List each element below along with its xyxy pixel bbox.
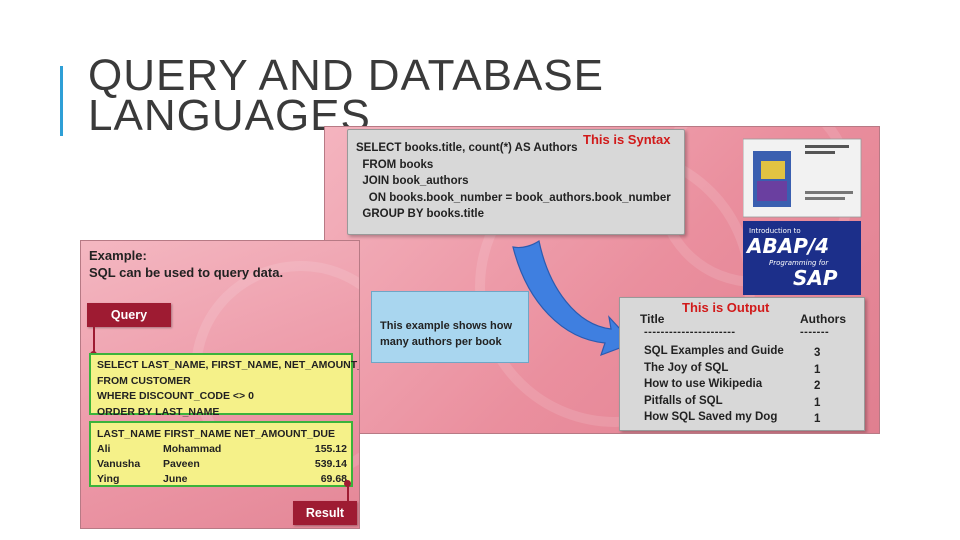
result-row: Ying June 69.68 xyxy=(97,472,347,487)
result-connector-dot xyxy=(344,480,351,487)
book-cover-intro: Introduction to xyxy=(749,227,801,235)
result-last-name: Vanusha xyxy=(97,458,141,470)
syntax-line: SELECT books.title, count(*) AS Authors xyxy=(356,142,578,154)
syntax-box: SELECT books.title, count(*) AS Authors … xyxy=(347,129,685,235)
example-heading-line: SQL can be used to query data. xyxy=(89,265,284,280)
output-label: This is Output xyxy=(682,300,770,315)
example-note: This example shows how many authors per … xyxy=(380,320,513,348)
syntax-line: FROM books xyxy=(356,158,434,171)
result-row: Vanusha Paveen 539.14 xyxy=(97,457,347,472)
syntax-code: SELECT books.title, count(*) AS Authors … xyxy=(356,140,671,223)
result-connector xyxy=(347,485,349,503)
book-covers-image: Introduction to ABAP/4 Programming for S… xyxy=(743,138,862,295)
output-header-authors: Authors xyxy=(800,312,846,326)
example-note-box: This example shows how many authors per … xyxy=(371,291,529,363)
result-tag: Result xyxy=(293,501,357,525)
output-row-title: SQL Examples and Guide xyxy=(644,345,784,357)
query-code-box: SELECT LAST_NAME, FIRST_NAME, NET_AMOUNT… xyxy=(89,353,359,418)
syntax-label: This is Syntax xyxy=(583,132,671,147)
output-row-title: Pitfalls of SQL xyxy=(644,394,723,407)
result-table: LAST_NAME FIRST_NAME NET_AMOUNT_DUE Ali M… xyxy=(97,427,347,487)
output-author-counts: 3 1 2 1 1 xyxy=(814,345,820,428)
query-line: WHERE DISCOUNT_CODE <> 0 xyxy=(97,390,254,402)
result-row: Ali Mohammad 155.12 xyxy=(97,442,347,457)
result-first-name: June xyxy=(163,473,188,485)
curved-arrow-icon xyxy=(512,240,635,357)
query-line: FROM CUSTOMER xyxy=(97,374,191,387)
book-cover-title: ABAP/4 xyxy=(745,234,829,258)
output-row-title: How to use Wikipedia xyxy=(644,378,763,390)
output-row-title: How SQL Saved my Dog xyxy=(644,411,778,423)
result-header: LAST_NAME FIRST_NAME NET_AMOUNT_DUE xyxy=(97,428,336,440)
syntax-line: GROUP BY books.title xyxy=(356,208,485,220)
result-last-name: Ali xyxy=(97,443,111,455)
title-accent-bar xyxy=(60,66,63,136)
slide-title-line-2: LANGUAGES xyxy=(88,91,371,140)
output-dash-authors: ------- xyxy=(800,326,830,338)
syntax-line: ON books.book_number = book_authors.book… xyxy=(356,191,671,204)
result-amount: 539.14 xyxy=(314,458,347,470)
result-header-row: LAST_NAME FIRST_NAME NET_AMOUNT_DUE xyxy=(97,427,347,442)
output-titles: SQL Examples and Guide The Joy of SQL Ho… xyxy=(644,343,784,426)
result-first-name: Mohammad xyxy=(163,443,222,455)
output-dash-title: ---------------------- xyxy=(644,326,736,338)
result-amount: 155.12 xyxy=(314,443,347,455)
result-last-name: Ying xyxy=(97,473,120,485)
result-table-box: LAST_NAME FIRST_NAME NET_AMOUNT_DUE Ali M… xyxy=(89,421,353,487)
query-connector xyxy=(93,327,95,355)
example-heading-line: Example: xyxy=(89,248,147,263)
output-header-title: Title xyxy=(640,312,665,326)
query-tag: Query xyxy=(87,303,171,327)
result-first-name: Paveen xyxy=(163,458,200,470)
output-row-authors: 2 xyxy=(814,380,821,392)
query-code: SELECT LAST_NAME, FIRST_NAME, NET_AMOUNT… xyxy=(97,358,360,420)
example-heading: Example: SQL can be used to query data. xyxy=(89,247,283,281)
syntax-line: JOIN book_authors xyxy=(356,175,469,187)
output-row-title: The Joy of SQL xyxy=(644,361,729,374)
slide-title-line-1: QUERY AND DATABASE xyxy=(88,51,605,100)
output-row-authors: 1 xyxy=(814,363,821,376)
output-row-authors: 1 xyxy=(814,396,821,409)
result-amount: 69.68 xyxy=(320,473,347,485)
query-result-image: Example: SQL can be used to query data. … xyxy=(80,240,360,529)
output-box: This is Output Title Authors -----------… xyxy=(619,297,865,431)
query-line: ORDER BY LAST_NAME xyxy=(97,405,220,418)
book-cover-sub: SAP xyxy=(793,266,838,290)
slide-title: QUERY AND DATABASE LANGUAGES xyxy=(88,51,605,140)
output-row-authors: 3 xyxy=(814,347,821,359)
book-cover-prog: Programming for xyxy=(769,259,829,267)
syntax-output-image: SELECT books.title, count(*) AS Authors … xyxy=(324,126,880,434)
query-line: SELECT LAST_NAME, FIRST_NAME, NET_AMOUNT… xyxy=(97,359,360,371)
output-row-authors: 1 xyxy=(814,413,821,425)
